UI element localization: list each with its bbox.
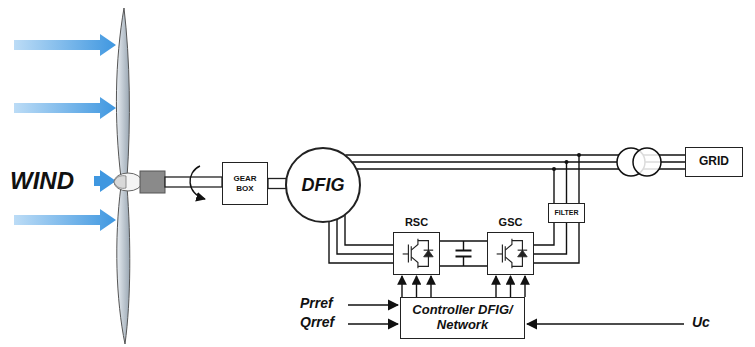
generator-circle: DFIG xyxy=(285,147,361,223)
wire xyxy=(524,276,525,297)
signal-name: Uc xyxy=(692,315,710,330)
wire xyxy=(534,223,579,263)
gearbox-box: GEAR BOX xyxy=(222,162,268,205)
node-text: DFIG xyxy=(302,175,345,196)
wire xyxy=(416,276,417,297)
igbt-symbol xyxy=(488,233,533,274)
node-text: Controller DFIG/ Network xyxy=(409,303,517,333)
filter-box: FILTER xyxy=(548,203,585,223)
connector xyxy=(329,215,393,263)
wind-arrows xyxy=(14,34,116,231)
converter-label: GSC xyxy=(488,216,533,229)
connector xyxy=(440,241,487,266)
wire xyxy=(510,276,511,297)
node-text: FILTER xyxy=(555,209,579,217)
turbine-rotor xyxy=(114,8,222,344)
wind-label: WIND xyxy=(10,168,74,194)
wire xyxy=(534,223,567,254)
connector xyxy=(402,276,431,297)
wire xyxy=(345,215,393,245)
connector xyxy=(268,179,286,189)
wire xyxy=(534,223,554,245)
converter-label: RSC xyxy=(394,216,439,229)
rotation-arrow xyxy=(190,166,205,199)
connector xyxy=(496,276,525,297)
wire xyxy=(495,276,496,297)
dc-capacitor xyxy=(456,241,472,266)
signal-name: Prref xyxy=(300,296,333,311)
converter-box: GSC xyxy=(487,232,534,275)
node-text: GRID xyxy=(699,155,729,169)
wire xyxy=(401,276,402,297)
shaft xyxy=(268,179,286,189)
connector xyxy=(534,223,579,263)
converter-box: RSC xyxy=(393,232,440,275)
filter-wires xyxy=(552,153,581,203)
wire xyxy=(430,276,431,297)
wire xyxy=(329,222,393,263)
signal-name: Qrref xyxy=(300,315,334,330)
controller-box: Controller DFIG/ Network xyxy=(400,297,525,339)
grid-box: GRID xyxy=(685,147,743,177)
igbt-symbol xyxy=(394,233,439,274)
node-text: GEAR BOX xyxy=(229,174,261,192)
transformer-symbol xyxy=(617,148,661,176)
